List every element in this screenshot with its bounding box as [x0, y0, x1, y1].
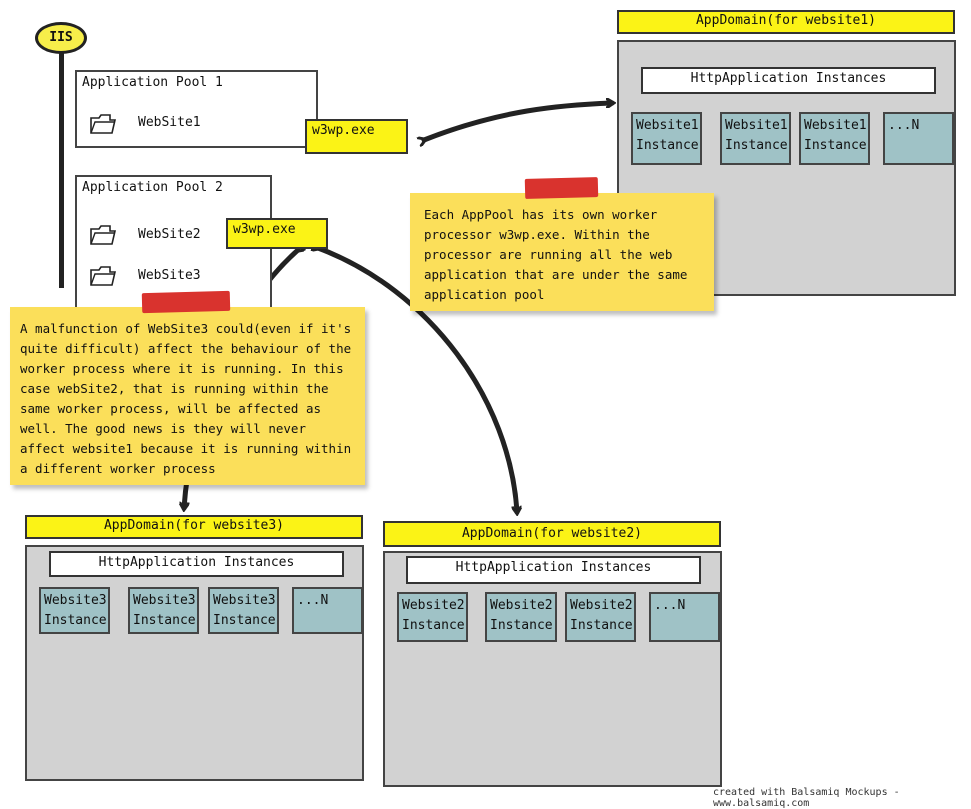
http-application-instances-bar: HttpApplication Instances — [49, 551, 344, 577]
folder-icon — [90, 225, 116, 245]
iis-badge: IIS — [35, 22, 87, 54]
iis-label: IIS — [49, 30, 73, 45]
appdomain-website3: HttpApplication Instances Website3 Insta… — [25, 545, 364, 781]
tape-decoration — [524, 177, 599, 199]
arrow-pool1-to-domain1 — [424, 103, 612, 140]
instance-box: Website2 Instance — [565, 592, 636, 642]
instance-box: Website3 Instance — [128, 587, 199, 634]
appdomain-website2-header: AppDomain(for website2) — [383, 521, 721, 547]
folder-icon — [90, 266, 116, 286]
site-label-website1: WebSite1 — [138, 115, 201, 130]
instance-box: Website2 Instance — [397, 592, 468, 642]
application-pool-1: Application Pool 1 WebSite1 — [75, 70, 318, 148]
instance-box: Website1 Instance — [799, 112, 870, 165]
tape-decoration — [141, 290, 231, 314]
appdomain-website1-header: AppDomain(for website1) — [617, 10, 955, 34]
balsamiq-credit: created with Balsamiq Mockups - www.bals… — [713, 787, 900, 809]
http-application-instances-bar: HttpApplication Instances — [406, 556, 701, 584]
pool-1-worker-w3wp: w3wp.exe — [305, 119, 408, 154]
instance-box-more: ...N — [649, 592, 720, 642]
site-label-website2: WebSite2 — [138, 227, 201, 242]
site-label-website3: WebSite3 — [138, 268, 201, 283]
appdomain-website2: HttpApplication Instances Website2 Insta… — [383, 551, 722, 787]
appdomain-website1: HttpApplication Instances Website1 Insta… — [617, 40, 956, 296]
pool-2-title: Application Pool 2 — [82, 180, 223, 195]
instance-box: Website3 Instance — [39, 587, 110, 634]
instance-box-more: ...N — [292, 587, 363, 634]
instance-box: Website3 Instance — [208, 587, 279, 634]
instance-box: Website1 Instance — [720, 112, 791, 165]
instance-box: Website2 Instance — [485, 592, 557, 642]
pool-1-title: Application Pool 1 — [82, 75, 223, 90]
worker-process-note-text: Each AppPool has its own worker processo… — [424, 207, 688, 302]
instance-box: Website1 Instance — [631, 112, 702, 165]
http-application-instances-bar: HttpApplication Instances — [641, 67, 936, 94]
folder-icon — [90, 114, 116, 134]
malfunction-note: A malfunction of WebSite3 could(even if … — [10, 307, 365, 485]
instance-box-more: ...N — [883, 112, 954, 165]
worker-process-note: Each AppPool has its own worker processo… — [410, 193, 714, 311]
iis-connector-line — [59, 50, 64, 288]
arrow-pool2-to-domain2 — [318, 248, 517, 512]
malfunction-note-text: A malfunction of WebSite3 could(even if … — [20, 321, 352, 476]
pool-2-worker-w3wp: w3wp.exe — [226, 218, 328, 249]
appdomain-website3-header: AppDomain(for website3) — [25, 515, 363, 539]
